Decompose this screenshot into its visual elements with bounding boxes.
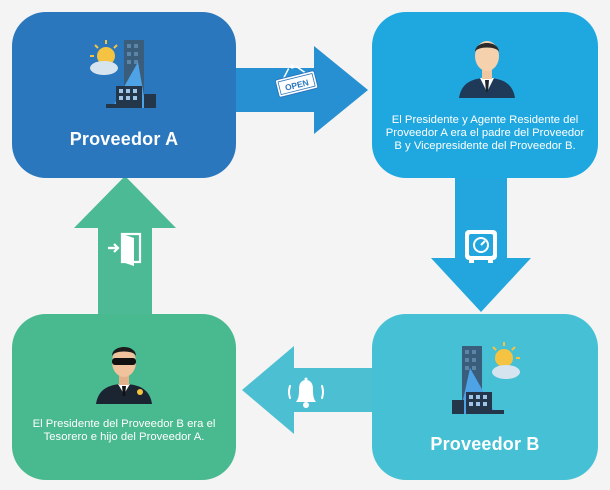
arrow-treasurer-to-a	[74, 176, 176, 318]
proveedor-a-title: Proveedor A	[69, 129, 179, 149]
building-sun-icon	[90, 40, 156, 108]
proveedor-a-box: Proveedor A	[12, 12, 236, 178]
open-sign-icon: OPEN	[274, 64, 319, 98]
presidente-text: El Presidente y Agente Residente del Pro…	[385, 114, 585, 152]
proveedor-b-box: Proveedor B	[372, 314, 598, 480]
tesorero-box: El Presidente del Proveedor B era el Tes…	[12, 314, 236, 480]
building-sun-icon	[452, 342, 520, 414]
tesorero-text: El Presidente del Proveedor B era el Tes…	[32, 418, 216, 443]
ringing-bell-icon	[288, 377, 324, 408]
arrow-b-to-treasurer	[242, 346, 380, 434]
businessman-icon	[459, 41, 515, 98]
arrow-president-to-b	[431, 172, 531, 312]
presidente-box: El Presidente y Agente Residente del Pro…	[372, 12, 598, 178]
exit-door-icon	[108, 232, 142, 266]
security-guard-icon	[96, 347, 152, 404]
proveedor-b-title: Proveedor B	[430, 434, 540, 454]
arrow-a-to-president: OPEN	[230, 46, 368, 134]
safe-icon	[465, 230, 497, 263]
